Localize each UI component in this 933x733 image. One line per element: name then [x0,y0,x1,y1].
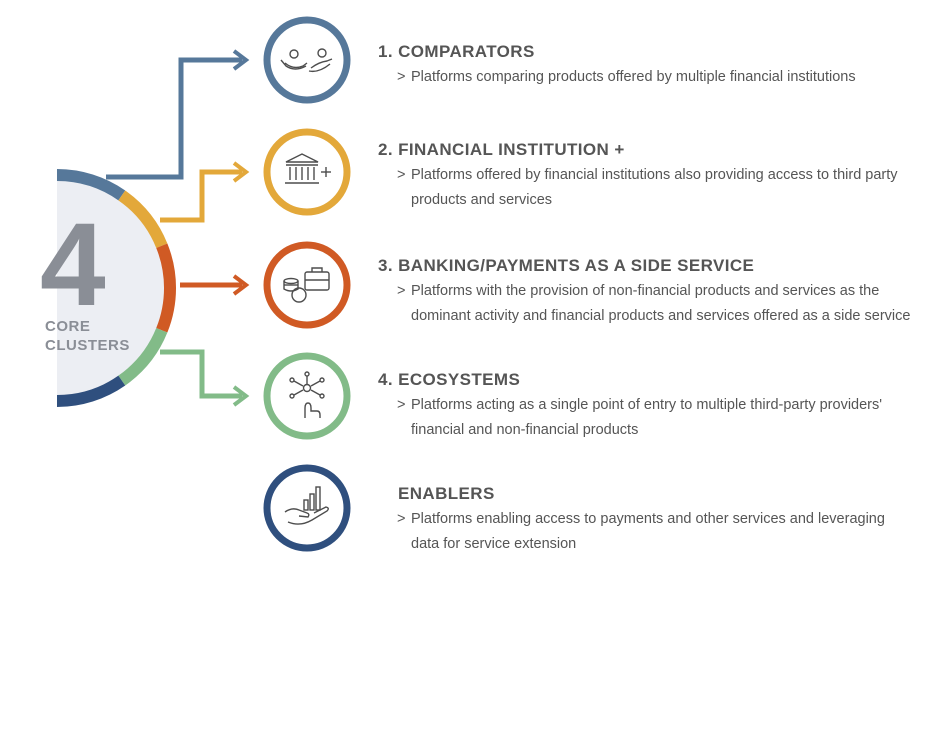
cluster-financial-institution: 2. FINANCIAL INSTITUTION + > Platforms of… [378,139,918,213]
cluster-description: Platforms offered by financial instituti… [411,167,898,208]
icon-circle-comparators [263,16,351,104]
bullet-marker: > [397,511,406,527]
cluster-description: Platforms enabling access to payments an… [411,511,885,552]
core-inner-circle [57,178,167,398]
hand-growth-chart-icon [284,486,329,525]
bullet-marker: > [397,397,406,413]
arrow-banking-payments [180,274,250,296]
arrow-financial-institution [160,161,250,223]
cluster-description-block: > Platforms with the provision of non-fin… [378,279,918,329]
cluster-description: Platforms with the provision of non-fina… [411,283,911,324]
arrow-comparators [106,49,250,180]
icon-circle-banking-payments [263,241,351,329]
cluster-title: 4. ECOSYSTEMS [378,370,521,389]
core-label-line1: CORE [45,318,90,335]
connector-arrows [106,49,250,407]
cluster-title: 1. COMPARATORS [378,42,535,61]
bullet-marker: > [397,167,406,183]
icon-circle-financial-institution [263,128,351,216]
core-number: 4 [40,199,106,331]
network-touch-icon [289,371,325,418]
cluster-enablers: ENABLERS > Platforms enabling access to p… [397,483,898,557]
handshake-exchange-icon [280,48,333,73]
cluster-ecosystems: 4. ECOSYSTEMS > Platforms acting as a sin… [378,369,918,443]
icon-circle-ecosystems [263,352,351,440]
ring-segment-banking-payments [156,243,177,333]
ring-segment-ecosystems [118,327,168,386]
cluster-description-block: > Platforms enabling access to payments a… [397,507,898,557]
cluster-description-block: > Platforms acting as a single point of e… [378,393,918,443]
core-label-line2: CLUSTERS [45,337,130,354]
cluster-description: Platforms acting as a single point of en… [411,397,883,438]
cluster-description: Platforms comparing products offered by … [411,69,856,85]
cluster-title: 2. FINANCIAL INSTITUTION + [378,140,625,159]
cluster-description-block: > Platforms comparing products offered by… [378,65,918,90]
cluster-title: ENABLERS [398,484,495,503]
cluster-description-block: > Platforms offered by financial institut… [378,163,918,213]
cluster-title: 3. BANKING/PAYMENTS AS A SIDE SERVICE [378,256,755,275]
cluster-comparators: 1. COMPARATORS > Platforms comparing prod… [378,41,918,90]
bullet-marker: > [397,283,406,299]
bullet-marker: > [397,69,406,85]
coins-briefcase-icon [283,267,330,303]
core-ring [56,168,177,408]
bank-plus-icon [285,153,331,184]
ring-segment-financial-institution [118,190,168,249]
cluster-banking-payments: 3. BANKING/PAYMENTS AS A SIDE SERVICE > P… [378,255,918,329]
arrow-ecosystems [160,349,250,407]
ring-segment-enablers [56,375,126,408]
ring-segment-comparators [56,168,126,201]
icon-circle-enablers [263,464,351,552]
